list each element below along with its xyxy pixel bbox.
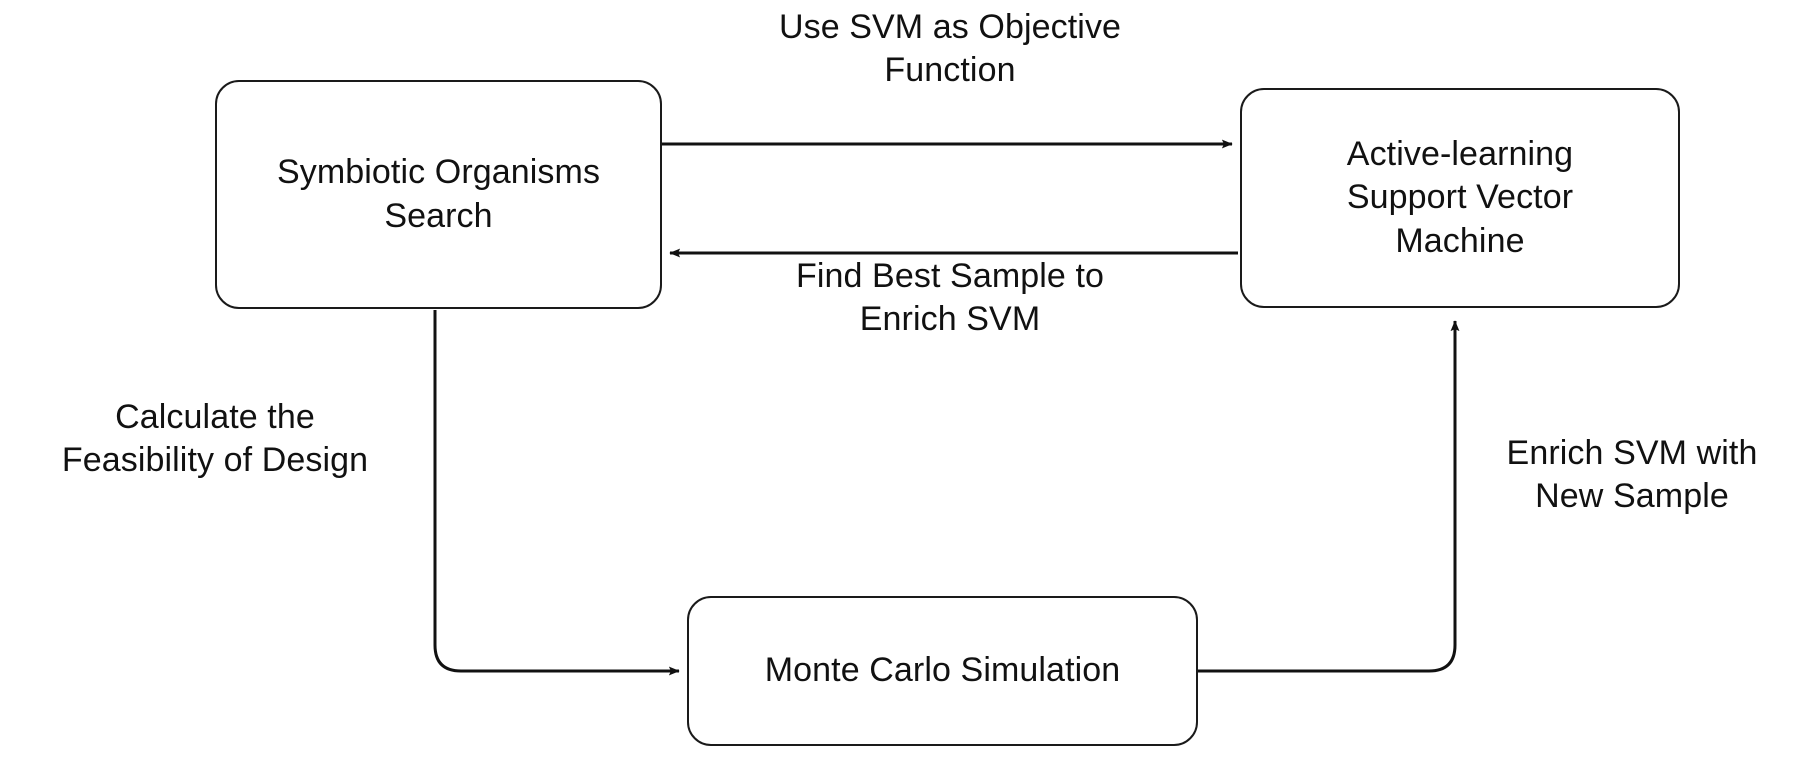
node-symbiotic-organisms-search-label: Symbiotic Organisms Search [276,152,601,235]
connector-mcs-to-svm [1198,320,1460,673]
node-symbiotic-organisms-search[interactable]: Symbiotic Organisms Search [215,80,662,309]
connector-sos-to-mcs [433,310,680,676]
node-active-learning-svm-label: Active-learning Support Vector Machine [1346,134,1574,260]
edge-label-sos-to-mcs: Calculate the Feasibility of Design [61,398,369,479]
node-active-learning-svm[interactable]: Active-learning Support Vector Machine [1240,88,1680,308]
edge-label-svm-to-sos: Find Best Sample to Enrich SVM [795,257,1105,338]
node-monte-carlo-simulation-label: Monte Carlo Simulation [764,651,1121,690]
edge-label-mcs-to-svm: Enrich SVM with New Sample [1506,434,1758,515]
node-monte-carlo-simulation[interactable]: Monte Carlo Simulation [687,596,1198,746]
edge-label-sos-to-svm: Use SVM as Objective Function [778,8,1122,89]
